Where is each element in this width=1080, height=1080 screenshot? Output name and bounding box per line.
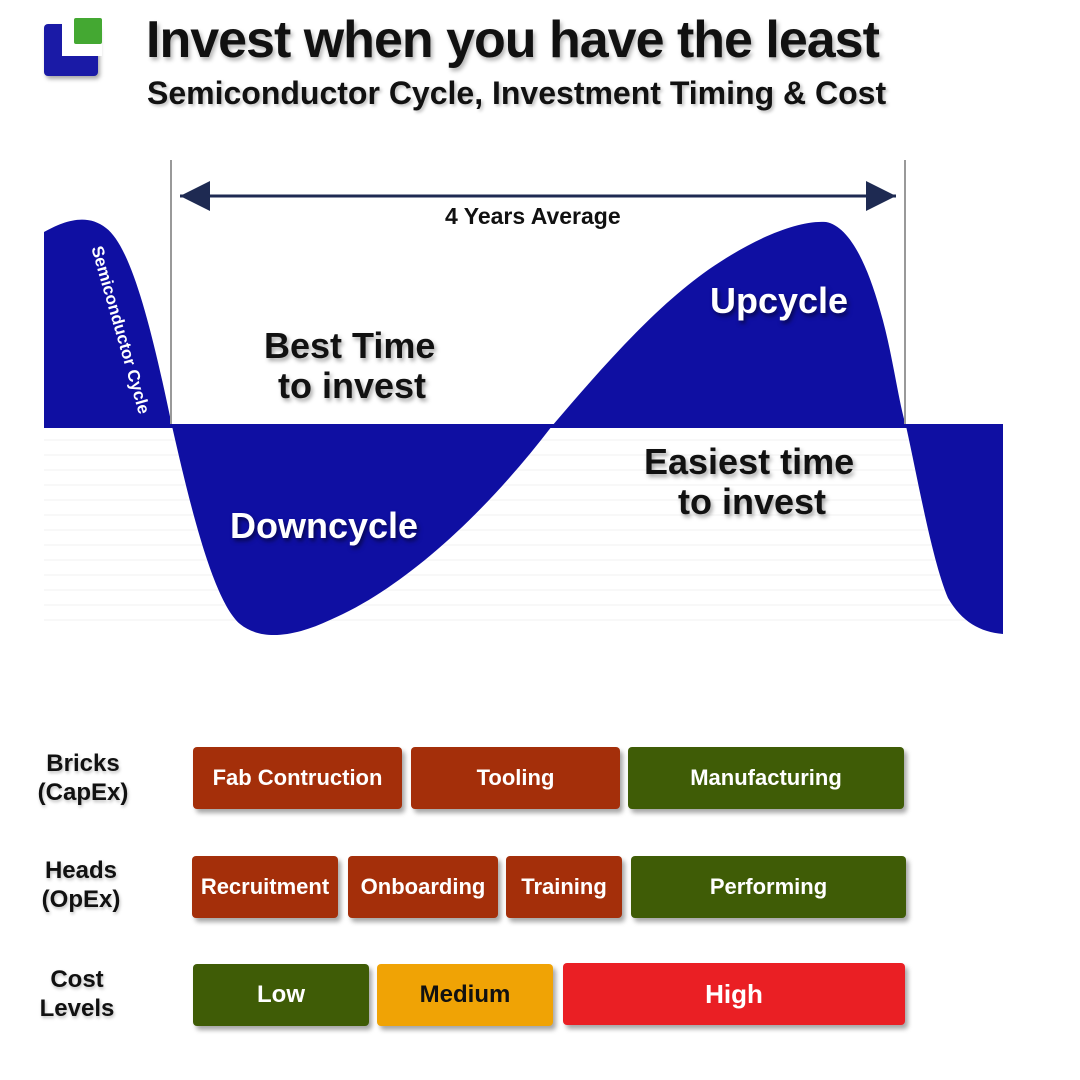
cost-medium-bar: Medium — [377, 964, 553, 1026]
easiest-time-line-1: Easiest time — [644, 441, 855, 482]
best-time-line-1: Best Time — [264, 325, 436, 366]
heads-label-line-2: (OpEx) — [41, 885, 121, 913]
heads-label-line-1: Heads — [44, 857, 118, 884]
cost-row-label: Cost Levels — [22, 966, 132, 1024]
onboarding-bar: Onboarding — [348, 856, 498, 918]
cycle-zero-baseline — [44, 424, 1003, 428]
cost-high-bar: High — [563, 963, 905, 1025]
upcycle-label: Upcycle — [710, 280, 849, 321]
bricks-label-line-2: (CapEx) — [37, 778, 129, 806]
recruitment-bar: Recruitment — [192, 856, 338, 918]
tooling-bar: Tooling — [411, 747, 620, 809]
best-time-line-2: to invest — [278, 365, 427, 407]
cost-label-line-1: Cost — [50, 966, 104, 993]
heads-row-label: Heads (OpEx) — [26, 857, 136, 915]
training-bar: Training — [506, 856, 622, 918]
page-title: Invest when you have the least — [146, 11, 880, 69]
bricks-row-label: Bricks (CapEx) — [28, 750, 138, 808]
company-logo — [44, 18, 102, 76]
cost-low-bar: Low — [193, 964, 369, 1026]
page-subtitle: Semiconductor Cycle, Investment Timing &… — [147, 75, 887, 111]
fab-construction-bar: Fab Contruction — [193, 747, 402, 809]
manufacturing-bar: Manufacturing — [628, 747, 904, 809]
easiest-time-label: Easiest time to invest — [644, 441, 855, 523]
performing-bar: Performing — [631, 856, 906, 918]
cost-label-line-2: Levels — [39, 994, 115, 1022]
four-year-span-label: 4 Years Average — [445, 203, 621, 229]
semiconductor-cycle-diagram — [44, 160, 1003, 636]
best-time-label: Best Time to invest — [264, 325, 436, 407]
bricks-label-line-1: Bricks — [46, 750, 120, 777]
downcycle-label: Downcycle — [230, 505, 419, 546]
easiest-time-line-2: to invest — [678, 481, 827, 523]
logo-green-square — [74, 18, 102, 44]
